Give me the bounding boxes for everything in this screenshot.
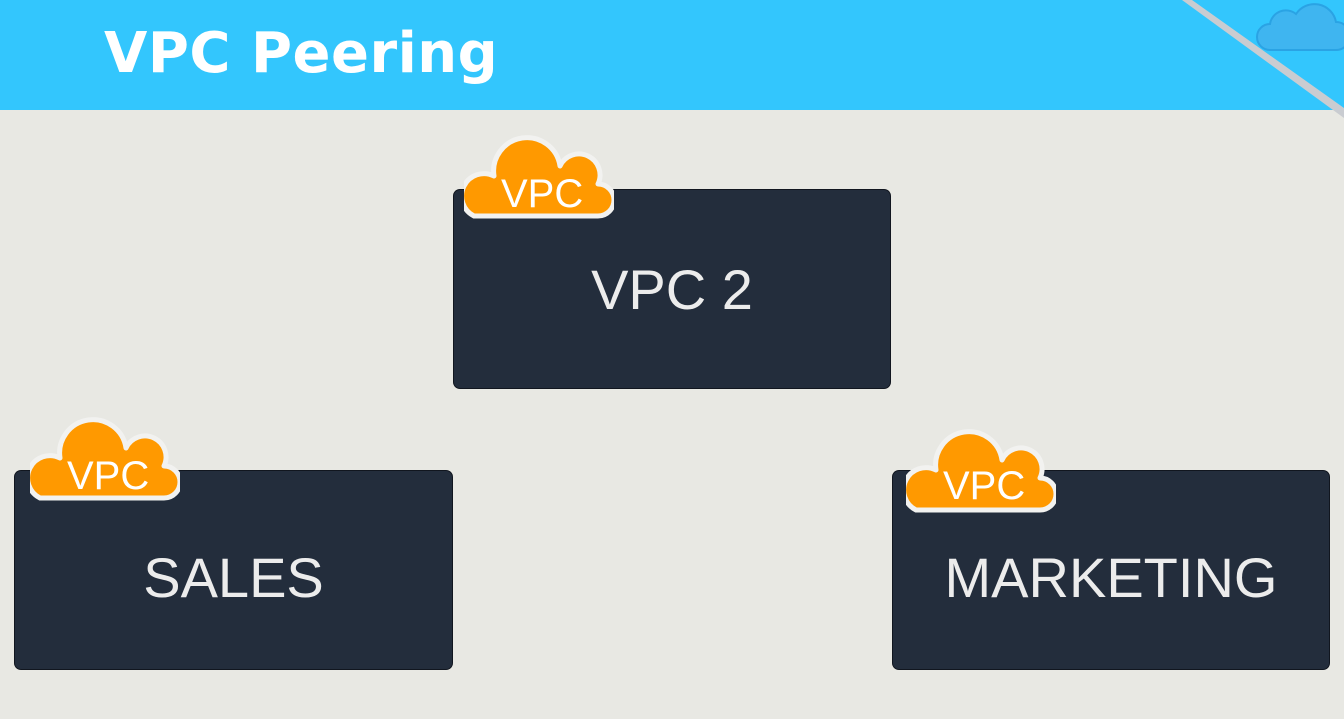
vpc-label: MARKETING [944, 546, 1278, 609]
vpc-box-sales[interactable]: SALES [15, 471, 452, 669]
vpc-label: SALES [143, 546, 324, 609]
vpc-label: VPC 2 [591, 258, 753, 321]
vpc-badge-text: VPC [67, 454, 149, 498]
vpc-cloud-icon: VPC [30, 414, 180, 514]
vpc-box-marketing[interactable]: MARKETING [893, 471, 1329, 669]
vpc-badge-text: VPC [943, 464, 1025, 508]
cloud-icon [1256, 3, 1344, 51]
vpc-box-vpc-2[interactable]: VPC 2 [454, 190, 890, 388]
header-corner-decoration [1182, 0, 1344, 118]
vpc-cloud-icon: VPC [464, 128, 614, 228]
page-title: VPC Peering [104, 21, 499, 86]
vpc-badge-text: VPC [501, 172, 583, 216]
header-bar [0, 0, 1344, 110]
vpc-cloud-icon: VPC [906, 426, 1056, 526]
